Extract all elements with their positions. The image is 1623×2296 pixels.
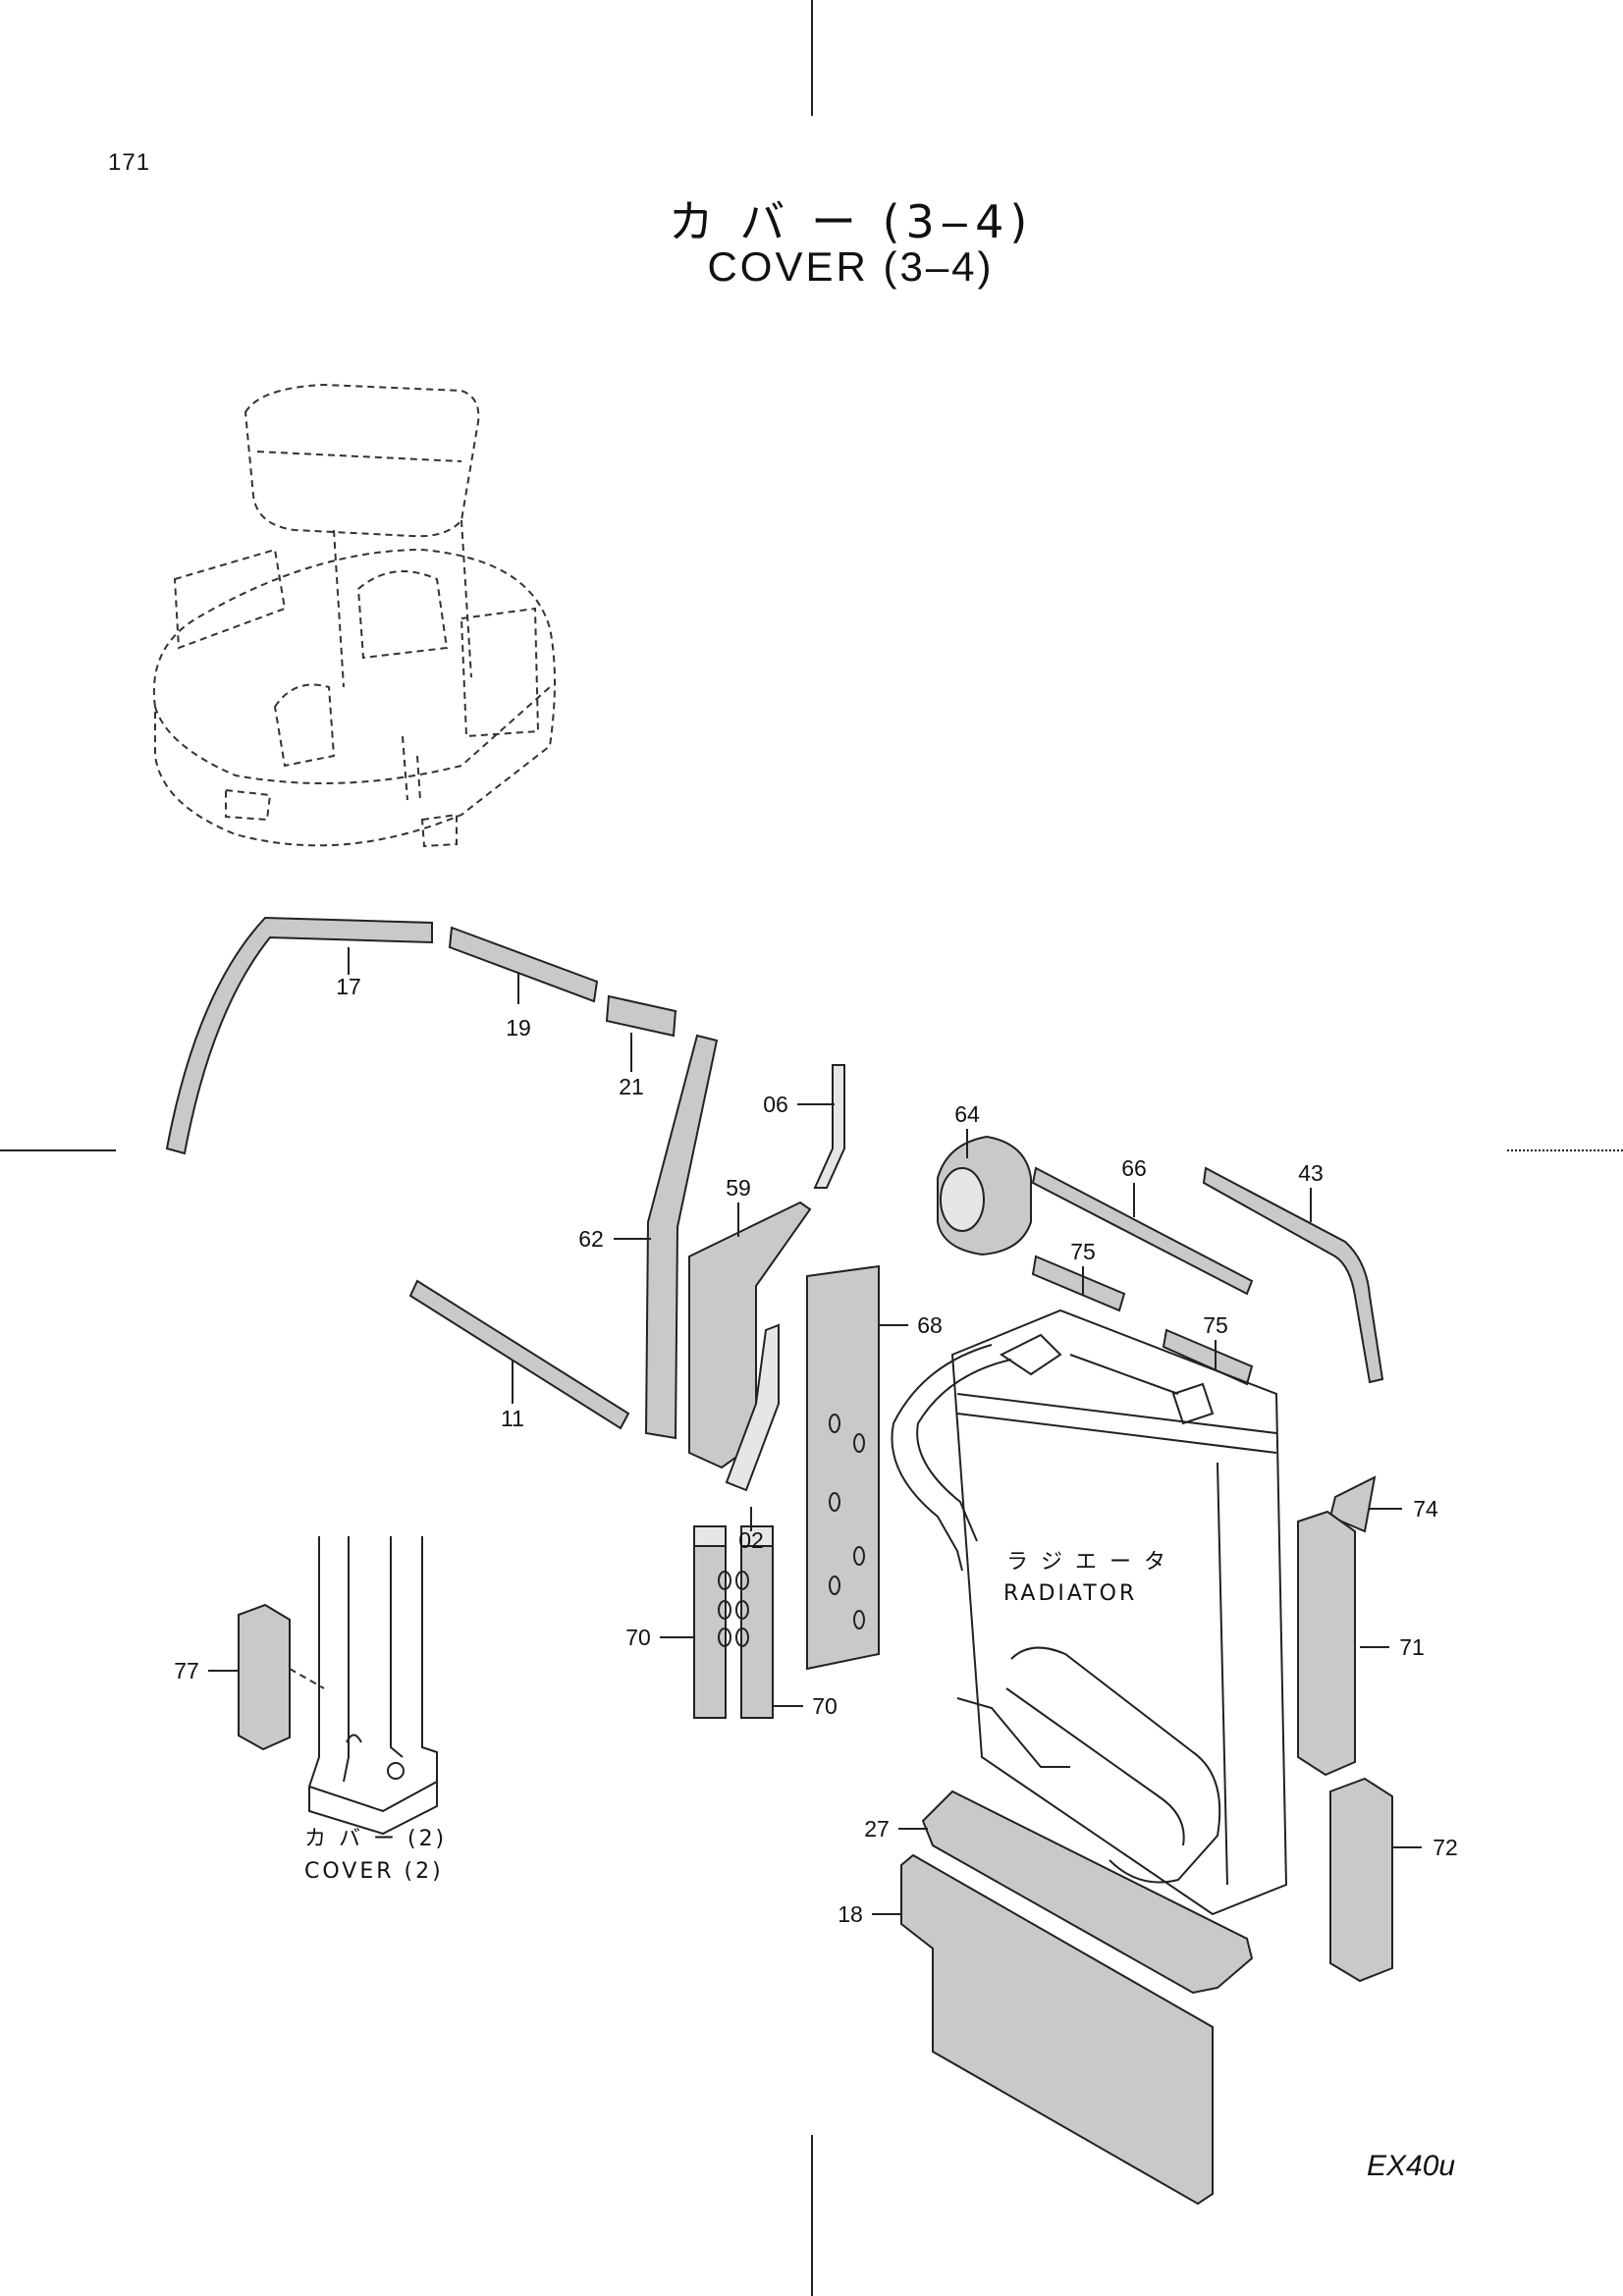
- cover-ref-label-jp: カ バ ー (2): [304, 1827, 447, 1851]
- callout-59: 59: [726, 1175, 751, 1201]
- block-part-68: [806, 1264, 880, 1671]
- radiator-label-en: RADIATOR: [1003, 1581, 1137, 1606]
- page-title-jp: カ バ ー (3‒4): [668, 195, 1034, 248]
- radiator-drawing: [891, 1308, 1288, 1916]
- callout-64: 64: [954, 1101, 980, 1127]
- block-part-72: [1329, 1777, 1393, 1983]
- callout-18: 18: [838, 1901, 863, 1927]
- cover-ref-label-en: COVER (2): [304, 1859, 444, 1884]
- callout-72: 72: [1433, 1835, 1458, 1860]
- seal-part-62: [644, 1034, 719, 1440]
- block-part-74: [1328, 1475, 1377, 1533]
- callout-71: 71: [1399, 1634, 1425, 1660]
- callout-74: 74: [1413, 1496, 1438, 1522]
- seal-part-75-lower: [1162, 1328, 1254, 1386]
- callout-11: 11: [501, 1406, 524, 1431]
- seal-part-66: [1031, 1166, 1254, 1296]
- block-part-70-right: [735, 1525, 774, 1719]
- callout-70-right: 70: [812, 1693, 838, 1719]
- grommet-part-64: [937, 1135, 1032, 1256]
- page-number: 171: [108, 149, 151, 176]
- leader-lines: [208, 947, 1422, 1915]
- callout-77: 77: [174, 1658, 199, 1683]
- seal-part-19: [448, 926, 599, 1003]
- callout-21: 21: [619, 1074, 644, 1099]
- callout-19: 19: [506, 1015, 531, 1041]
- tray-part-27: [921, 1789, 1254, 1995]
- block-part-70-left: [693, 1525, 731, 1719]
- callout-66: 66: [1121, 1155, 1147, 1181]
- callout-06: 06: [763, 1092, 788, 1117]
- panel-part-18: [900, 1853, 1214, 2206]
- callout-75-upper: 75: [1070, 1239, 1096, 1264]
- seal-part-17: [165, 916, 433, 1155]
- callout-70-left: 70: [625, 1625, 651, 1650]
- panel-part-59: [688, 1201, 812, 1469]
- block-part-71: [1297, 1510, 1356, 1777]
- model-code: EX40u: [1367, 2150, 1456, 2182]
- callout-27: 27: [864, 1816, 890, 1842]
- callout-75-lower: 75: [1203, 1312, 1228, 1338]
- page-title-en: COVER (3‒4): [707, 243, 995, 290]
- excavator-overview-drawing: [153, 383, 556, 848]
- callout-68: 68: [917, 1312, 943, 1338]
- cover-frame-drawing: [289, 1536, 438, 1836]
- callout-02: 02: [738, 1527, 764, 1553]
- seal-part-11: [408, 1279, 630, 1430]
- callout-62: 62: [578, 1226, 604, 1252]
- seal-part-21: [605, 994, 677, 1038]
- seal-part-75-upper: [1031, 1255, 1126, 1312]
- radiator-label-jp: ラ ジ エ ー タ: [1006, 1550, 1168, 1575]
- callout-17: 17: [336, 974, 361, 999]
- block-part-77: [238, 1603, 291, 1751]
- callout-43: 43: [1298, 1160, 1324, 1186]
- bracket-part-02: [725, 1323, 780, 1492]
- seal-part-43: [1202, 1166, 1384, 1384]
- bracket-part-06: [813, 1064, 845, 1189]
